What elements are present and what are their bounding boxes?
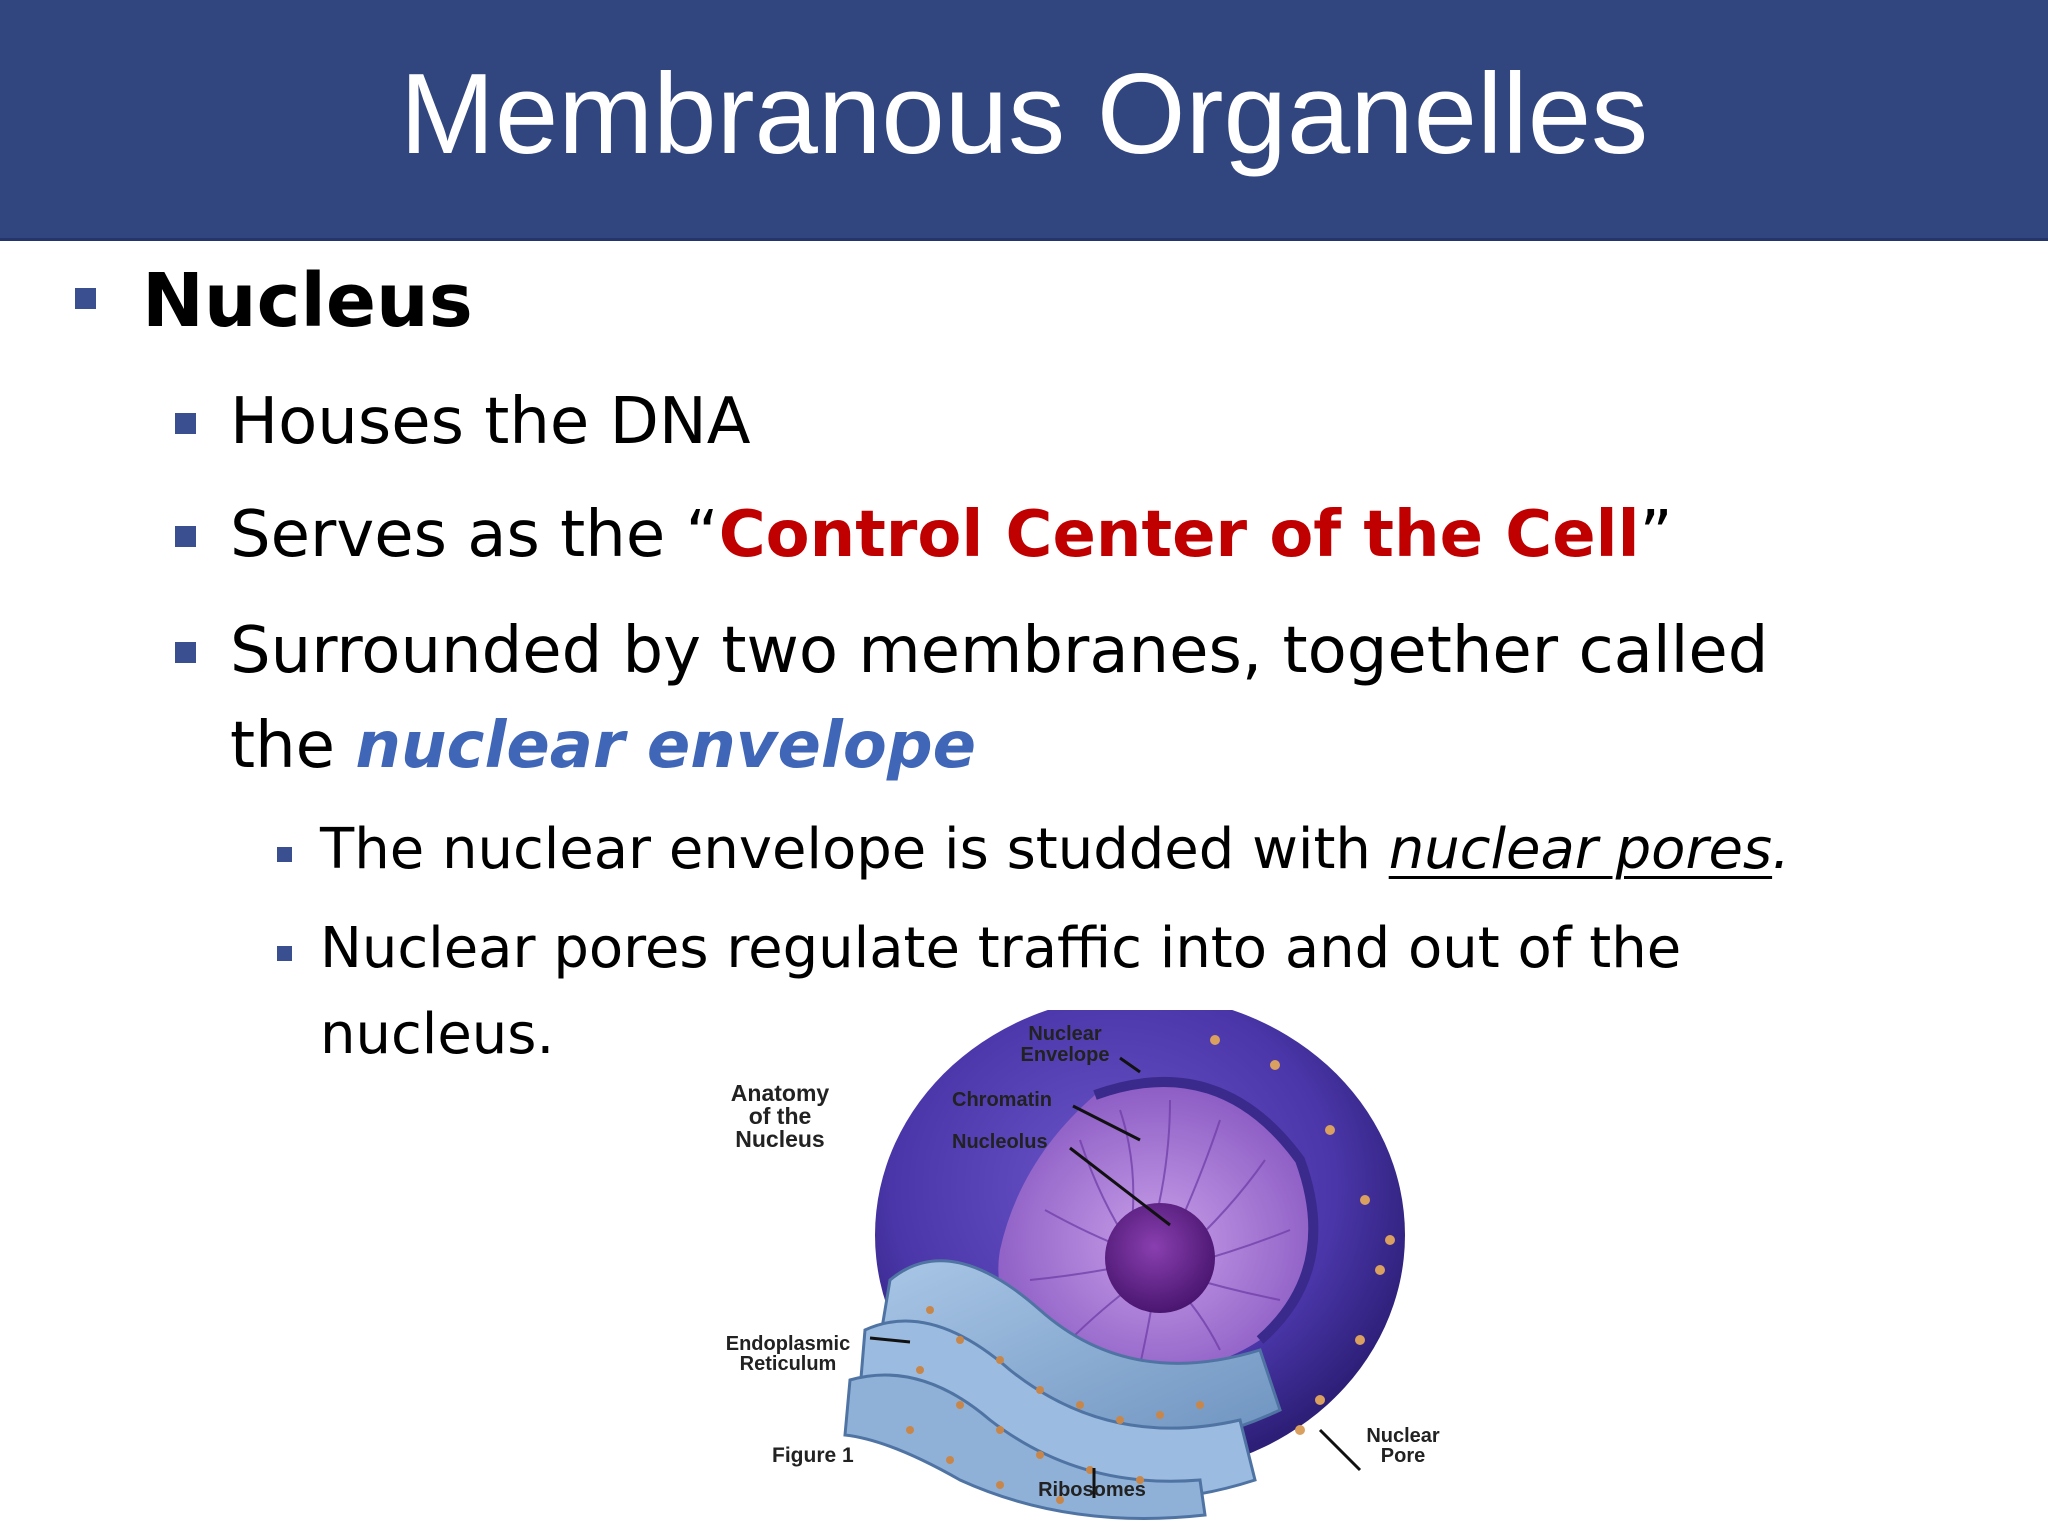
figure-heading-line2: of the	[749, 1103, 812, 1129]
label-nuclear-pore-2: Pore	[1381, 1445, 1425, 1467]
bullet-surrounded-line2: the nuclear envelope	[230, 709, 976, 783]
nucleolus-shape	[1105, 1203, 1215, 1313]
control-center-emphasis: Control Center of the Cell	[718, 498, 1640, 572]
label-nuclear-envelope-2: Envelope	[1021, 1044, 1110, 1066]
surrounded-prefix: the	[230, 709, 356, 783]
nucleus-figure: Anatomy of the Nucleus Nuclear Envelope …	[700, 995, 1460, 1520]
bullet-pores-line1: Nuclear pores regulate traffic into and …	[320, 916, 1682, 981]
bullet-marker	[75, 288, 96, 309]
bullet-marker	[277, 946, 292, 961]
bullet-marker	[175, 642, 196, 663]
studded-suffix: .	[1772, 817, 1790, 882]
er-layer	[843, 1373, 1207, 1520]
figure-heading-line1: Anatomy	[731, 1080, 830, 1106]
figure-caption: Figure 1	[772, 1444, 854, 1467]
control-center-suffix: ”	[1639, 498, 1673, 572]
label-chromatin: Chromatin	[952, 1089, 1052, 1111]
label-nuclear-envelope-1: Nuclear	[1028, 1023, 1102, 1045]
label-nuclear-pore-1: Nuclear	[1366, 1425, 1440, 1447]
nucleus-illustration: Anatomy of the Nucleus Nuclear Envelope …	[726, 995, 1440, 1520]
nuclear-pore-dots	[1210, 1035, 1395, 1435]
ribosome-dots	[906, 1306, 1204, 1504]
bullet-surrounded-line1: Surrounded by two membranes, together ca…	[230, 614, 1769, 688]
control-center-prefix: Serves as the “	[230, 498, 719, 572]
bullet-pores-line2: nucleus.	[320, 1002, 555, 1067]
studded-prefix: The nuclear envelope is studded with	[320, 817, 1389, 882]
bullet-houses-dna: Houses the DNA	[230, 385, 751, 459]
bullet-studded: The nuclear envelope is studded with nuc…	[320, 817, 1790, 882]
label-ribosomes: Ribosomes	[1038, 1479, 1146, 1501]
nuclear-pores-emphasis: nuclear pores	[1388, 817, 1773, 882]
bullet-nucleus: Nucleus	[142, 258, 473, 344]
figure-heading-line3: Nucleus	[735, 1126, 824, 1152]
bullet-marker	[277, 847, 292, 862]
bullet-control-center: Serves as the “Control Center of the Cel…	[230, 498, 1673, 572]
title-bar: Membranous Organelles	[0, 0, 2048, 241]
bullet-marker	[175, 413, 196, 434]
leader-lines	[869, 1056, 1362, 1498]
slide-title: Membranous Organelles	[399, 51, 1649, 178]
label-er-2: Reticulum	[740, 1353, 837, 1375]
label-nucleolus: Nucleolus	[952, 1131, 1048, 1153]
label-er-1: Endoplasmic	[726, 1333, 850, 1355]
bullet-marker	[175, 526, 196, 547]
nuclear-envelope-emphasis: nuclear envelope	[355, 709, 977, 783]
